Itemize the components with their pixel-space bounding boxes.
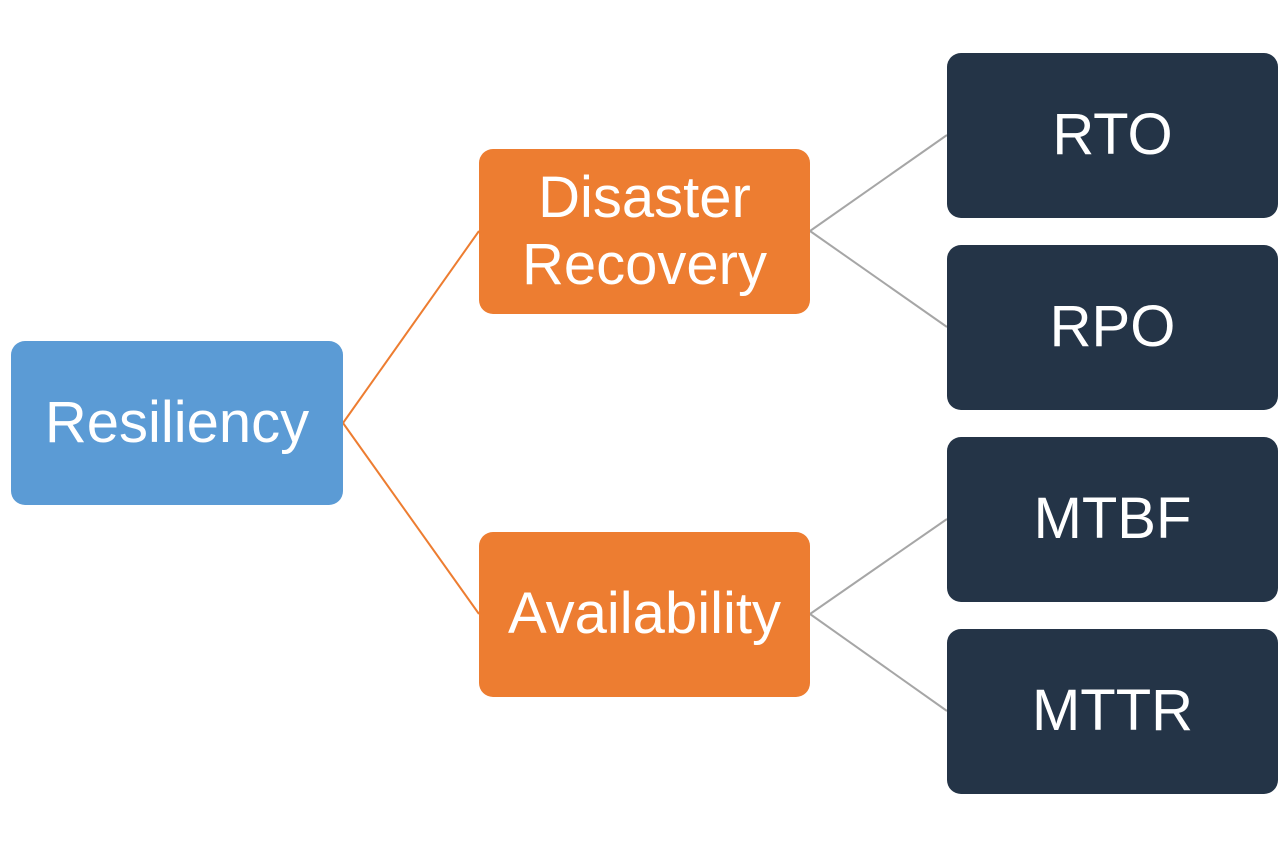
mttr-label: MTTR (1031, 678, 1194, 744)
rto-label: RTO (1052, 102, 1173, 168)
resiliency-node: Resiliency (11, 341, 343, 505)
resiliency-label: Resiliency (44, 389, 310, 455)
mtbf-node: MTBF (947, 437, 1278, 602)
rpo-label: RPO (1049, 294, 1176, 360)
connector-disaster-recovery-rpo (809, 230, 948, 328)
disaster-recovery-node: Disaster Recovery (479, 149, 810, 314)
disaster-recovery-label: Disaster Recovery (522, 165, 767, 298)
disaster-recovery-label-line-1: Disaster (538, 164, 751, 230)
mtbf-label: MTBF (1033, 486, 1192, 552)
rto-node: RTO (947, 53, 1278, 218)
connector-availability-mttr (809, 613, 948, 712)
availability-node: Availability (479, 532, 810, 697)
availability-label: Availability (508, 581, 781, 647)
disaster-recovery-label-line-2: Recovery (522, 231, 767, 297)
connector-resiliency-availability (342, 422, 480, 615)
connector-resiliency-disaster-recovery (342, 230, 480, 424)
rpo-node: RPO (947, 245, 1278, 410)
connector-disaster-recovery-rto (809, 134, 948, 232)
mttr-node: MTTR (947, 629, 1278, 794)
connector-availability-mtbf (809, 518, 948, 615)
